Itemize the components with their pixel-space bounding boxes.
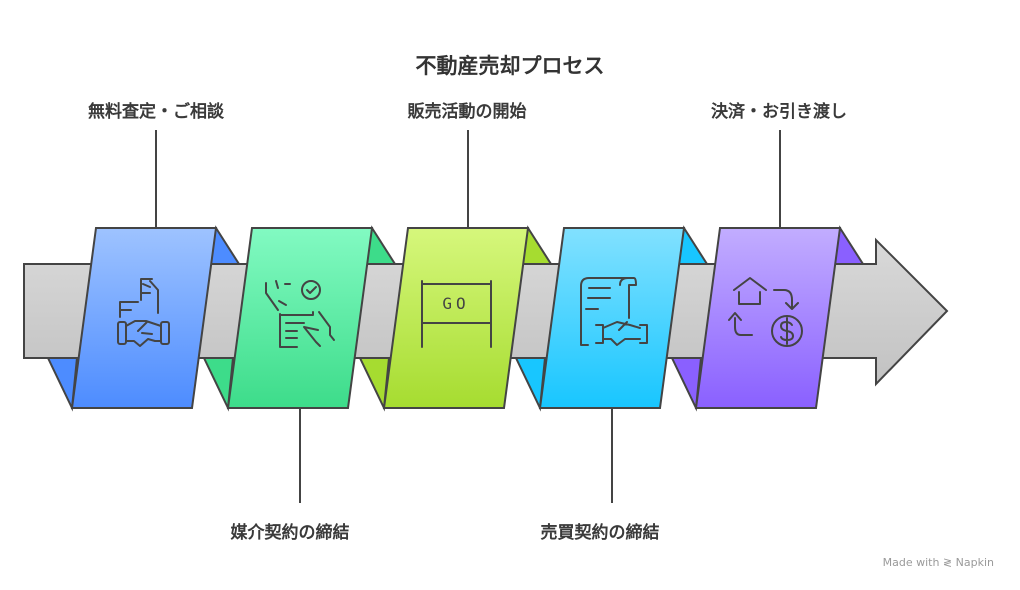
diagram-title: 不動産売却プロセス: [415, 54, 605, 78]
step-label-5: 決済・お引き渡し: [711, 102, 847, 122]
house-money-exchange-icon: [728, 277, 803, 347]
go-sign-text: GO: [442, 294, 469, 313]
step-panel-5: [694, 227, 842, 409]
go-sign-icon: [421, 280, 492, 348]
step-label-1: 無料査定・ご相談: [88, 102, 224, 122]
step-label-4: 売買契約の締結: [540, 523, 660, 543]
napkin-watermark: Made with ≷ Napkin: [882, 556, 994, 569]
step-panel-4: [538, 227, 686, 409]
step-panel-3: [382, 227, 530, 409]
step-label-3: 販売活動の開始: [407, 102, 527, 122]
building-handshake-icon: [117, 278, 170, 347]
document-signing-icon: [265, 280, 335, 348]
step-panel-2: [226, 227, 374, 409]
contract-handshake-icon: [580, 277, 648, 346]
step-panel-1: [70, 227, 218, 409]
step-label-2: 媒介契約の締結: [230, 523, 350, 543]
